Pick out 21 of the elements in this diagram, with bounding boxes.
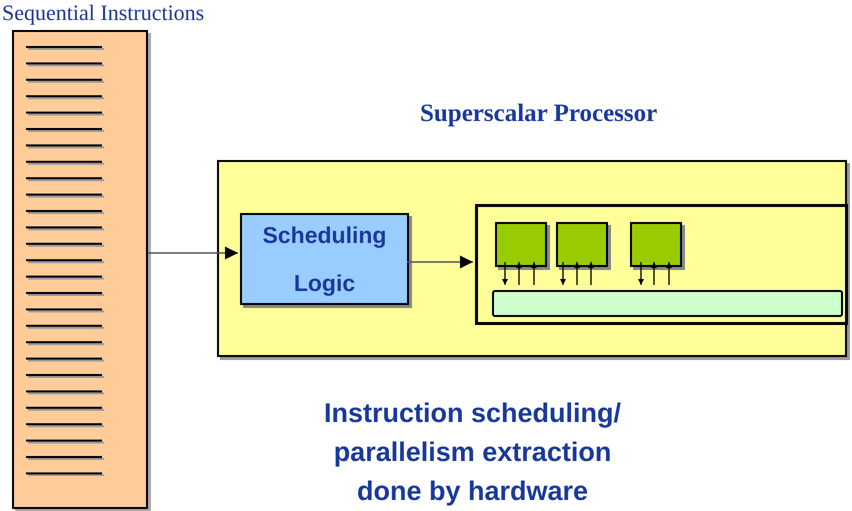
arrow — [588, 262, 594, 285]
execution-unit-frame — [475, 204, 848, 325]
caption-text: Instruction scheduling/ parallelism extraction done by hardware — [322, 397, 622, 508]
register-file-bar — [492, 290, 843, 317]
arrow — [666, 262, 672, 285]
arrow — [638, 262, 644, 285]
heading: Sequential Instructions — [2, 0, 204, 26]
functional-unit-box — [495, 222, 547, 267]
arrow — [651, 262, 657, 285]
arrow — [502, 262, 508, 285]
arrow — [560, 262, 566, 285]
functional-unit-box — [556, 222, 608, 267]
arrow — [148, 246, 238, 260]
arrow — [531, 262, 537, 285]
arrow — [516, 262, 522, 285]
arrow — [407, 256, 473, 268]
process-box — [240, 213, 409, 305]
heading: Superscalar Processor — [420, 100, 658, 128]
arrow — [574, 262, 580, 285]
functional-unit-box — [630, 222, 682, 267]
box-label: Scheduling Logic — [262, 221, 388, 298]
